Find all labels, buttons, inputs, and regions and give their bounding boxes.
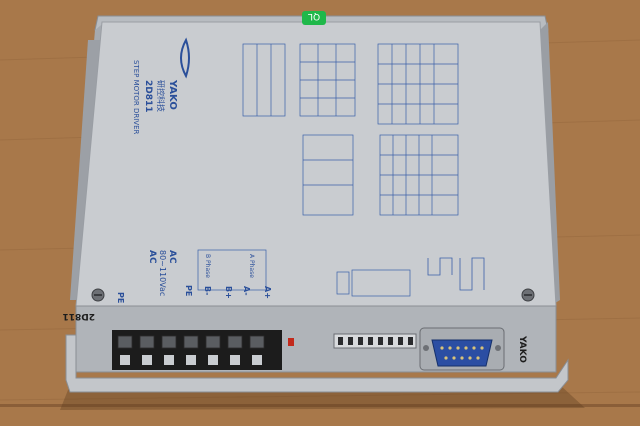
base-plate	[65, 334, 569, 393]
phase-box	[197, 249, 267, 291]
mode-table	[302, 134, 354, 216]
model-text: 2D811	[143, 80, 153, 113]
case-right-side	[540, 22, 560, 305]
brand-logo-text: YAKO	[167, 79, 178, 110]
a-plus-label: A+	[263, 286, 272, 299]
microstep-table-top	[377, 43, 459, 125]
pe-label-left: PE	[116, 292, 125, 303]
power-labels: AC 80~110Vac AC	[147, 250, 177, 296]
ac-label-2: AC	[167, 250, 177, 264]
yako-logo-icon	[180, 37, 190, 79]
brand-cn-text: 研控科技	[156, 80, 166, 112]
ac-label-1: AC	[147, 250, 157, 264]
b-phase-label: B Phase	[204, 254, 211, 278]
dip-switch-diagram	[336, 269, 411, 297]
idle-table	[299, 43, 356, 117]
left-mount-flange	[70, 40, 100, 300]
b-plus-label: B+	[224, 286, 233, 299]
pe-label-right: PE	[184, 285, 193, 296]
current-table	[242, 43, 286, 117]
side-brand-label: YAKO	[517, 335, 527, 363]
db15-connector	[419, 327, 505, 371]
a-minus-label: A-	[242, 286, 251, 296]
microstep-table-bottom	[379, 134, 459, 216]
dip-levers	[338, 337, 413, 345]
product-text: STEP MOTOR DRIVER	[132, 60, 140, 135]
ac-range-label: 80~110Vac	[158, 250, 167, 296]
side-model-label: 2D811	[62, 311, 95, 321]
b-minus-label: B-	[203, 286, 212, 295]
terminal-block	[112, 330, 282, 370]
green-sticker	[302, 11, 326, 25]
a-phase-label: A Phase	[248, 254, 255, 278]
front-dip-switch	[333, 333, 417, 349]
wood-plank-seam	[0, 404, 640, 407]
status-led	[288, 338, 294, 346]
brand-block: YAKO 研控科技 2D811 STEP MOTOR DRIVER	[132, 60, 178, 135]
timing-diagram	[427, 257, 485, 291]
sticker-text: QL	[308, 11, 320, 21]
